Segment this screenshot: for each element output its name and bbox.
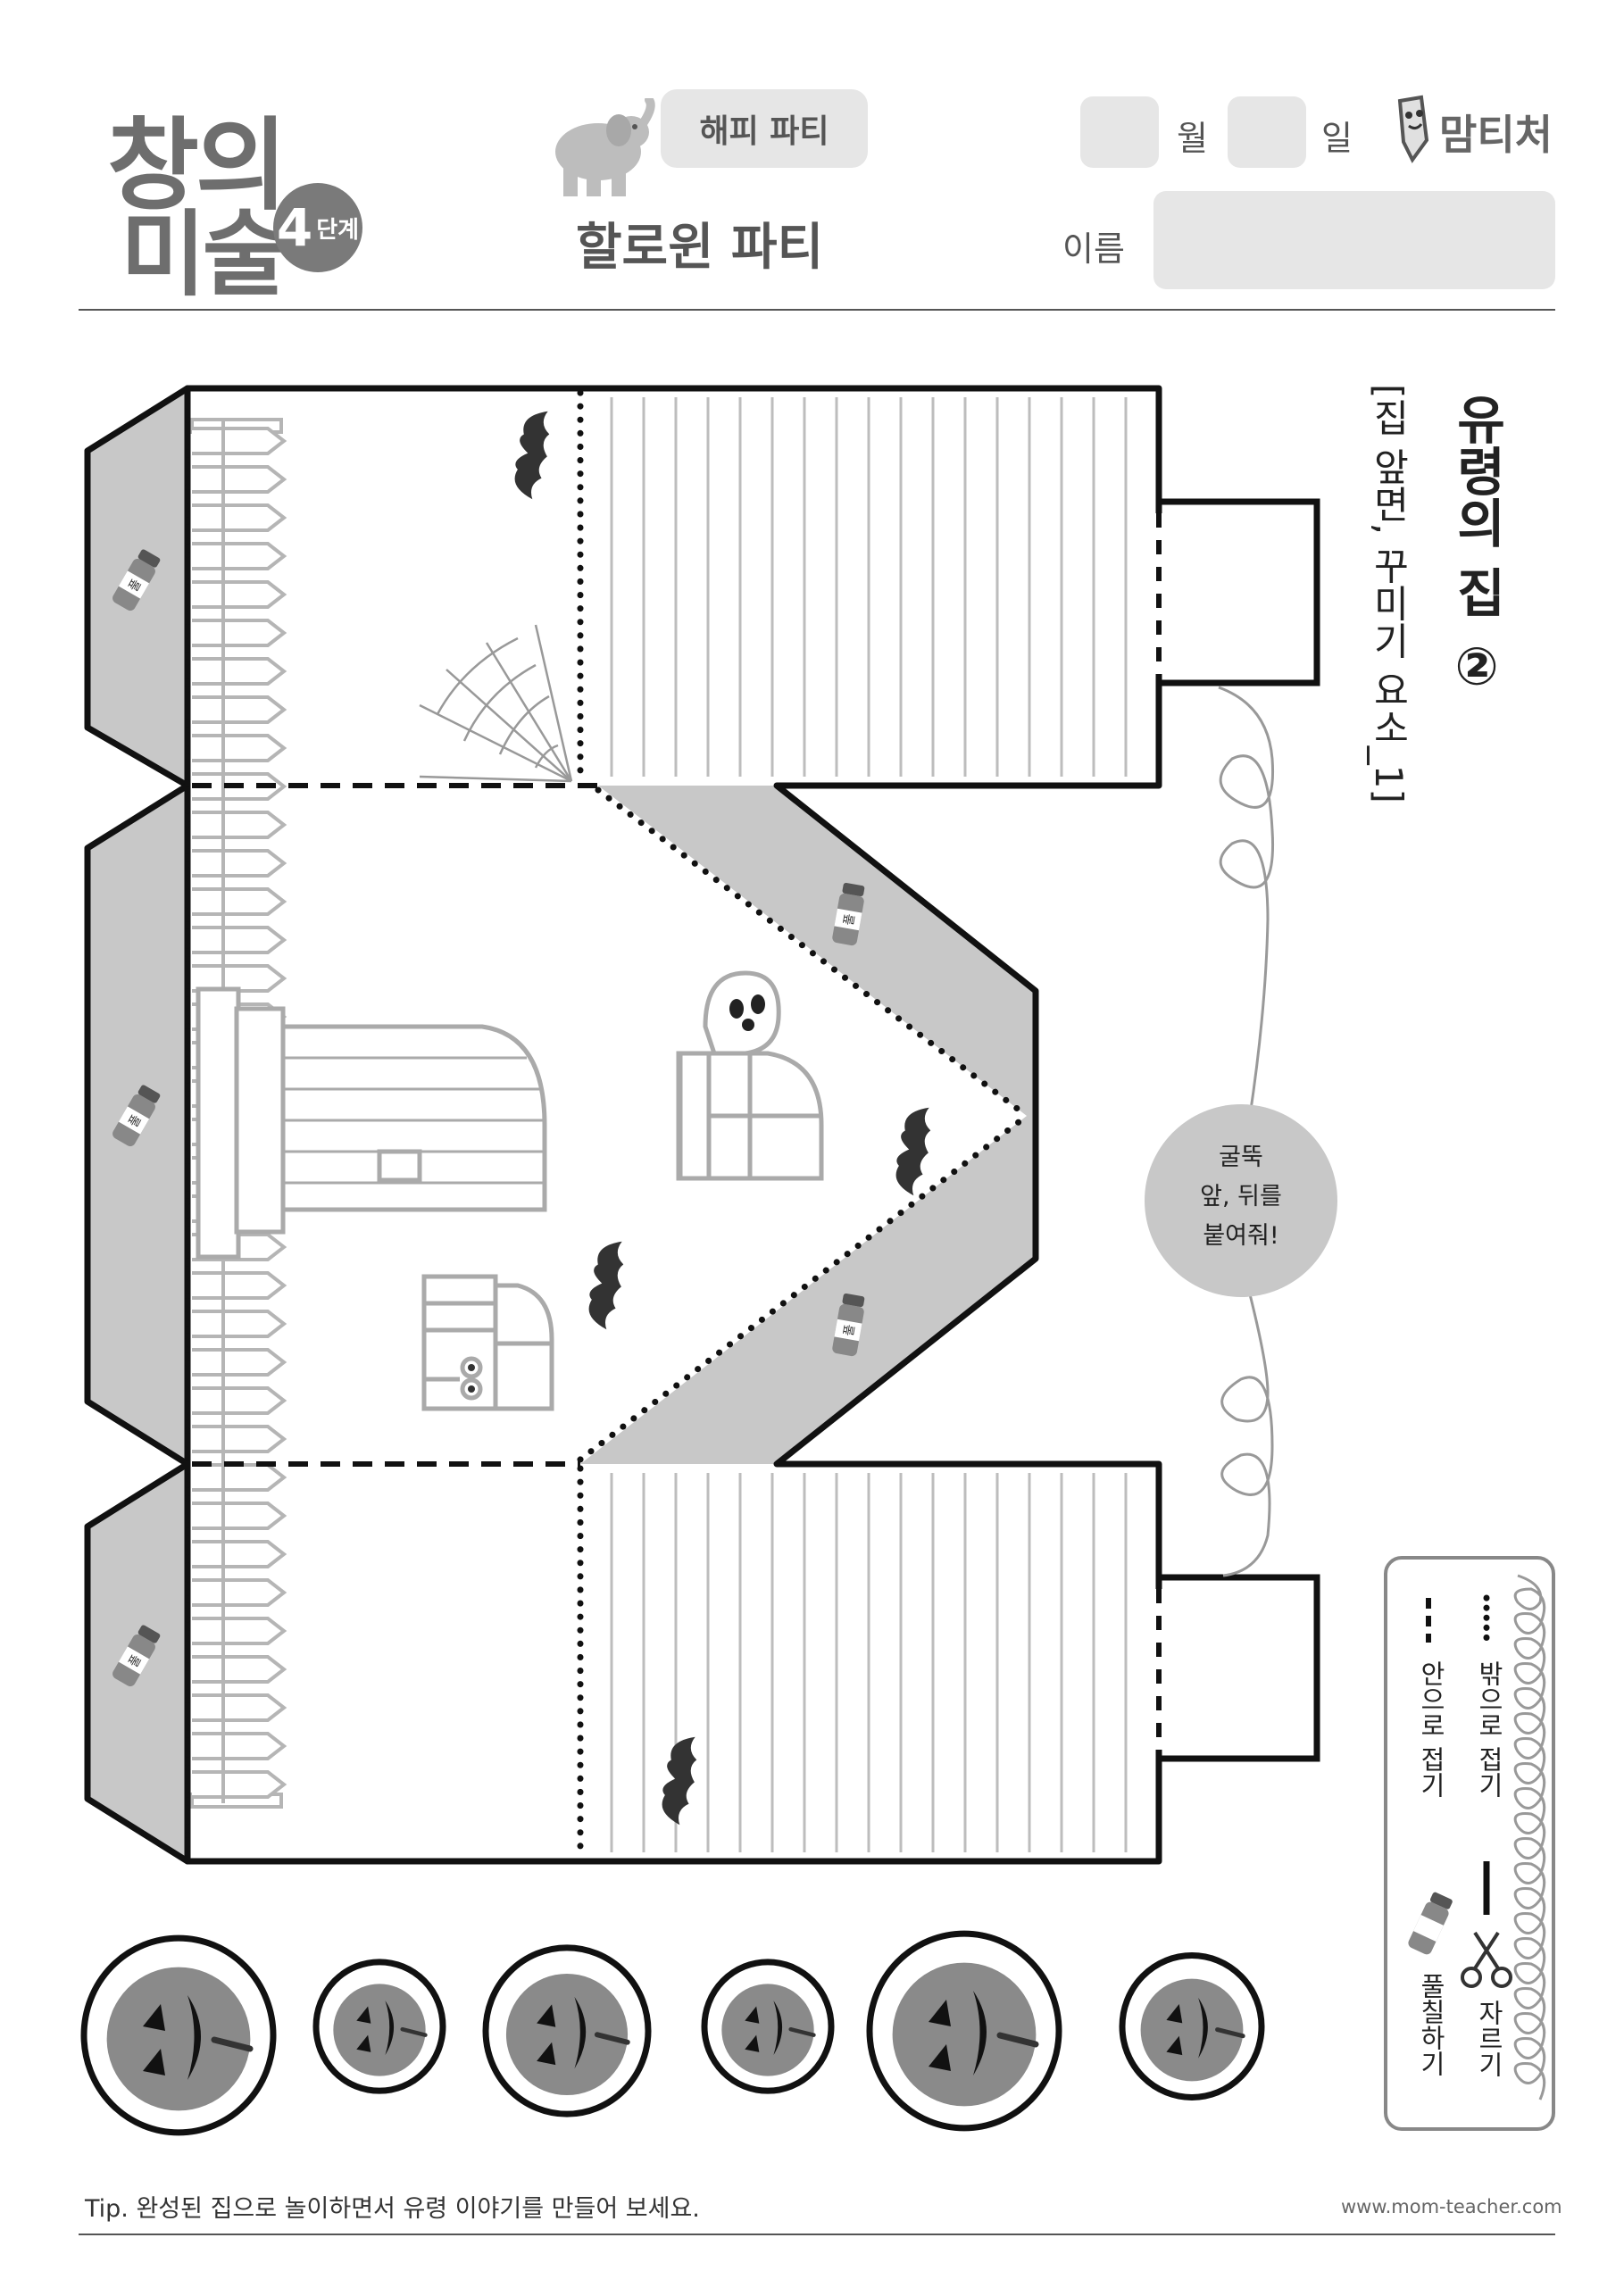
- legend-spiral: [1513, 1574, 1546, 2101]
- fence-picket: [192, 1617, 287, 1645]
- bat-icon-1: [514, 411, 550, 500]
- bubble-line-1: 굴뚝: [1219, 1144, 1263, 1171]
- chimney-top: [1159, 498, 1320, 686]
- window-upper: [676, 1051, 824, 1181]
- worksheet-heading: 유령의 집 ②: [1446, 393, 1507, 697]
- footer-tip: Tip. 완성된 집으로 놀이하면서 유령 이야기를 만들어 보세요.: [85, 2195, 700, 2223]
- fence-picket: [192, 887, 287, 916]
- glue-stick-icon: 풀: [112, 549, 161, 611]
- fence-picket: [192, 657, 287, 686]
- legend-fold-in-label: 안으로 접기: [1416, 1660, 1446, 1799]
- roof-band: [580, 786, 1036, 1464]
- month-input-box[interactable]: [1080, 96, 1159, 168]
- month-label: 월: [1177, 119, 1208, 158]
- fence-picket: [192, 542, 287, 570]
- window-lower: [421, 1274, 554, 1411]
- legend-cut-label: 자르기: [1474, 2000, 1504, 2077]
- legend-glue-label: 풀칠하기: [1416, 1973, 1446, 2076]
- name-input-box[interactable]: [1153, 191, 1555, 289]
- footer-url: www.mom-teacher.com: [1341, 2196, 1562, 2217]
- chimney-connector-line: [1218, 686, 1275, 1577]
- cobweb: [419, 624, 573, 783]
- fold-in-lines: [192, 783, 598, 1467]
- bat-icon-2: [895, 1107, 931, 1196]
- pumpkin-icon: [1119, 1952, 1265, 2101]
- pumpkin-icon: [866, 1930, 1062, 2132]
- chimney-bubble-text: 굴뚝 앞, 뒤를 붙여줘!: [1161, 1138, 1321, 1256]
- stage-badge: 4 단계: [273, 183, 362, 272]
- fence-picket: [192, 427, 287, 455]
- fence-picket: [192, 1770, 287, 1799]
- fence-picket: [192, 1386, 287, 1415]
- fence-picket: [192, 619, 287, 647]
- glue-stick-icon: 풀: [112, 1625, 161, 1687]
- fence-picket: [192, 1693, 287, 1722]
- ghost: [703, 970, 781, 1056]
- fence-picket: [192, 503, 287, 532]
- fence-picket: [192, 580, 287, 609]
- bubble-line-3: 붙여줘!: [1203, 1222, 1279, 1250]
- elephant-icon: [555, 98, 655, 196]
- fence-picket: [192, 1310, 287, 1338]
- pumpkin-icon: [482, 1944, 652, 2117]
- fence-picket: [192, 926, 287, 954]
- scissors-icon: [1461, 1931, 1512, 1988]
- fence-picket: [192, 849, 287, 878]
- theme-tag: 해피 파티: [661, 89, 868, 168]
- fence-picket: [192, 1732, 287, 1760]
- pumpkin-icon: [701, 1959, 835, 2094]
- fence-picket: [192, 964, 287, 993]
- name-label: 이름: [1062, 229, 1125, 269]
- door: [196, 986, 547, 1260]
- chimney-bubble-shape: [1145, 1104, 1337, 1297]
- siding-lower: [610, 1473, 1128, 1852]
- stage-label: 단계: [316, 216, 360, 244]
- worksheet-subheading: [집 앞면, 꾸미기 요소_1]: [1367, 384, 1411, 803]
- fence-picket: [192, 1425, 287, 1453]
- glue-label: 풀: [842, 913, 858, 928]
- fence-picket: [192, 1502, 287, 1530]
- glue-label: 풀: [842, 1324, 858, 1338]
- fence-picket: [192, 734, 287, 762]
- fence-picket: [192, 1271, 287, 1300]
- fence-picket: [192, 1540, 287, 1568]
- legend-glue-icon: [1408, 1892, 1453, 1955]
- siding-upper: [610, 397, 1128, 777]
- pumpkin-icon: [312, 1959, 446, 2094]
- pencil-mascot-icon: [1397, 95, 1429, 163]
- glue-stick-icon: 풀: [832, 1293, 865, 1357]
- day-input-box[interactable]: [1228, 96, 1306, 168]
- day-label: 일: [1321, 119, 1353, 158]
- pumpkin-icon: [80, 1934, 277, 2136]
- stage-number: 4: [276, 197, 313, 258]
- fence-picket: [192, 1578, 287, 1607]
- glue-stick-icon: 풀: [112, 1085, 161, 1147]
- fence-picket: [192, 1348, 287, 1377]
- legend-fold-out-label: 밖으로 접기: [1474, 1660, 1504, 1799]
- bat-icon-3: [588, 1241, 624, 1330]
- legend-box: [1384, 1556, 1555, 2131]
- fence-picket: [192, 1655, 287, 1684]
- bat-icon-4: [662, 1736, 697, 1826]
- logo-line-2: 미술: [121, 200, 287, 309]
- chimney-bottom: [1159, 1574, 1320, 1762]
- page-title: 할로윈 파티: [576, 219, 824, 277]
- fence-picket: [192, 465, 287, 494]
- bubble-line-2: 앞, 뒤를: [1200, 1183, 1282, 1210]
- fence-picket: [192, 811, 287, 839]
- fence-picket: [192, 695, 287, 724]
- fence-picket: [192, 1463, 287, 1492]
- brand-logo: 맘티처: [1439, 111, 1553, 159]
- header-rule: [79, 309, 1555, 311]
- glue-stick-icon: 풀: [832, 882, 865, 946]
- logo-line-1: 창의: [107, 108, 287, 224]
- fold-out-lines: [184, 389, 1030, 1860]
